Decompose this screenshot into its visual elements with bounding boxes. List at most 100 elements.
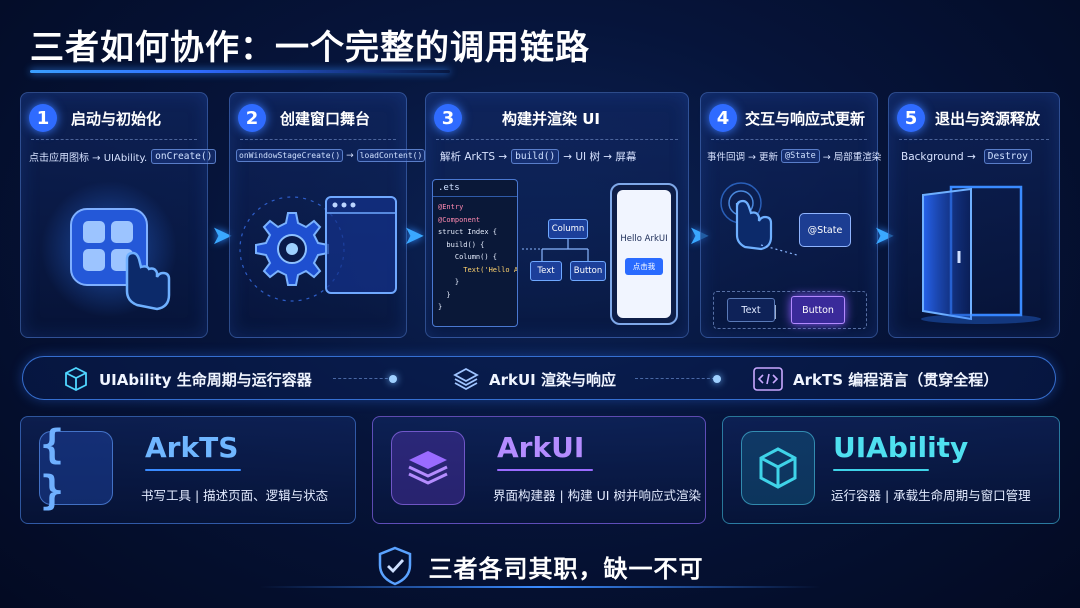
code-file-tab: .ets	[433, 180, 517, 197]
step-3-chip: build()	[511, 149, 560, 164]
layer-node-1	[389, 375, 397, 383]
rerender-area	[713, 291, 867, 329]
code-line: struct Index {	[438, 228, 498, 236]
cube-icon	[65, 366, 87, 392]
phone-hello-text: Hello ArkUI	[620, 233, 668, 244]
phone-screen: Hello ArkUI 点击我	[617, 190, 671, 318]
code-line: build() {	[438, 240, 485, 249]
step-1-divider	[31, 139, 197, 140]
step-4-desc-pre: 事件回调 → 更新	[707, 152, 778, 163]
rerender-button-box[interactable]: Button	[791, 296, 845, 324]
card-uiability: UIAbility 运行容器 | 承载生命周期与窗口管理	[722, 416, 1060, 524]
shield-check-icon	[378, 546, 411, 586]
card-arkui-name: ArkUI	[497, 431, 585, 464]
title-underline	[30, 70, 450, 73]
step-3-panel: 3 构建并渲染 UI 解析 ArkTS → build() → UI 树 → 屏…	[425, 92, 689, 338]
card-uiability-desc: 运行容器 | 承载生命周期与窗口管理	[831, 488, 1031, 503]
phone-click-button[interactable]: 点击我	[624, 257, 664, 275]
step-4-title: 交互与响应式更新	[745, 109, 866, 128]
card-arkts-desc: 书写工具 | 描述页面、逻辑与状态	[141, 488, 329, 503]
layer-arkts-label: ArkTS 编程语言（贯穿全程）	[793, 370, 999, 389]
code-line: @Entry	[438, 203, 464, 211]
tree-node-button: Button	[570, 261, 606, 281]
code-line: @Component	[438, 215, 481, 224]
code-brackets-icon	[753, 367, 783, 391]
layer-connector-2	[635, 378, 715, 379]
layer-uiability: UIAbility 生命周期与运行容器	[63, 357, 312, 401]
step-4-chip: @State	[781, 149, 820, 163]
step-1-number: 1	[29, 104, 57, 132]
app-tap-icon	[41, 181, 177, 317]
step-5-chip: Destroy	[983, 149, 1032, 164]
step-5-panel: 5 退出与资源释放 Background → Destroy	[888, 92, 1060, 338]
step-3-number: 3	[434, 104, 462, 132]
card-arkts-underline	[145, 469, 241, 471]
step-2-panel: 2 创建窗口舞台 onWindowStageCreate() → loadCon…	[229, 92, 426, 338]
step-3-desc: 解析 ArkTS → build() → UI 树 → 屏幕	[440, 149, 684, 164]
flow-arrow-2: ➤	[403, 221, 425, 251]
step-1-desc-text: 点击应用图标 → UIAbility.	[29, 153, 148, 164]
step-4-number: 4	[709, 104, 737, 132]
step-3-desc-pre: 解析 ArkTS →	[440, 151, 508, 163]
step-4-desc: 事件回调 → 更新 @State → 局部重渲染	[707, 149, 881, 163]
step-1-title: 启动与初始化	[71, 109, 162, 128]
step-1-desc: 点击应用图标 → UIAbility. onCreate()	[29, 149, 217, 164]
step-2-title: 创建窗口舞台	[280, 109, 371, 128]
step-3-divider	[436, 139, 678, 140]
tree-node-text: Text	[530, 261, 562, 281]
gear-window-icon	[239, 196, 397, 302]
code-line: Column() {	[438, 253, 498, 261]
code-lines: @Entry @Component struct Index { build() {…	[433, 197, 517, 318]
step-4-desc-post: → 局部重渲染	[822, 152, 882, 163]
card-arkui: ArkUI 界面构建器 | 构建 UI 树并响应式渲染	[372, 416, 706, 524]
layer-uiability-label: UIAbility 生命周期与运行容器	[99, 370, 312, 389]
step-3-desc-post: → UI 树 → 屏幕	[563, 151, 637, 163]
code-line: Text('Hello ArkUI')	[463, 265, 518, 274]
card-arkts-name: ArkTS	[145, 431, 239, 464]
step-5-title: 退出与资源释放	[935, 109, 1041, 128]
tree-node-column: Column	[548, 219, 588, 239]
layer-node-2	[713, 375, 721, 383]
phone-mockup: Hello ArkUI 点击我	[610, 183, 678, 325]
ui-tree-diagram	[522, 237, 589, 261]
cube-icon	[741, 431, 815, 505]
step-2-desc: onWindowStageCreate() → loadContent()	[236, 149, 426, 162]
step-3-title: 构建并渲染 UI	[502, 109, 600, 128]
layer-arkts: ArkTS 编程语言（贯穿全程）	[753, 357, 998, 401]
step-4-panel: 4 交互与响应式更新 事件回调 → 更新 @State → 局部重渲染 @Sta…	[700, 92, 881, 338]
step-1-panel: 1 启动与初始化 点击应用图标 → UIAbility. onCreate()	[20, 92, 217, 338]
layer-connector-1	[333, 378, 393, 379]
tap-hand-icon	[720, 182, 773, 251]
footer: 三者各司其职，缺一不可	[0, 540, 1080, 592]
step-5-desc: Background → Destroy	[901, 149, 1055, 164]
step-5-desc-pre: Background →	[901, 150, 976, 163]
step-2-number: 2	[238, 104, 266, 132]
step-2-arrow: →	[346, 150, 354, 161]
footer-text: 三者各司其职，缺一不可	[428, 554, 704, 583]
code-editor-panel: .ets @Entry @Component struct Index { buil…	[432, 179, 518, 327]
card-arkts: { } ArkTS 书写工具 | 描述页面、逻辑与状态	[20, 416, 356, 524]
step-5-divider	[899, 139, 1049, 140]
step-2-chip-load: loadContent()	[356, 149, 426, 162]
code-line: }	[438, 278, 460, 286]
step-5-number: 5	[897, 104, 925, 132]
state-node: @State	[799, 213, 851, 247]
braces-icon: { }	[39, 422, 113, 514]
page-title: 三者如何协作：一个完整的调用链路	[30, 28, 590, 68]
step-2-chip-window: onWindowStageCreate()	[236, 149, 344, 162]
layer-arkui: ArkUI 渲染与响应	[453, 357, 616, 401]
flow-arrow-1: ➤	[211, 221, 233, 251]
code-line: }	[438, 303, 443, 311]
layer-arkui-label: ArkUI 渲染与响应	[489, 370, 616, 389]
card-uiability-underline	[833, 469, 929, 471]
step-4-divider	[711, 139, 867, 140]
rerender-text-box: Text	[727, 298, 775, 322]
exit-door-icon	[921, 185, 1041, 324]
card-arkui-underline	[497, 469, 593, 471]
card-uiability-name: UIAbility	[833, 431, 969, 464]
stack-layers-icon	[391, 431, 465, 505]
layers-icon	[453, 367, 479, 391]
card-arkui-desc: 界面构建器 | 构建 UI 树并响应式渲染	[493, 488, 701, 503]
step-2-divider	[240, 139, 396, 140]
step-1-chip: onCreate()	[151, 149, 217, 164]
